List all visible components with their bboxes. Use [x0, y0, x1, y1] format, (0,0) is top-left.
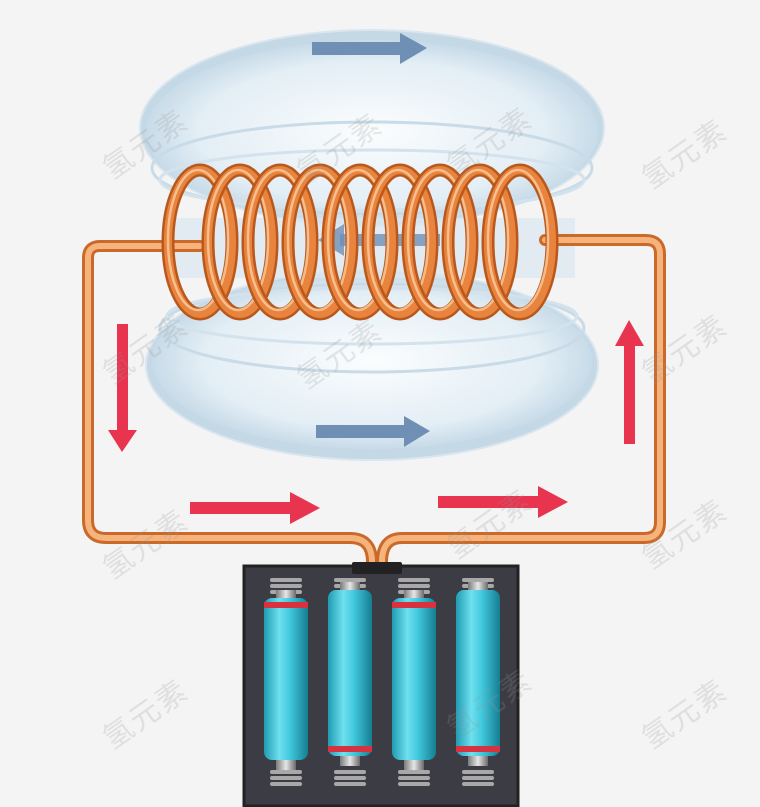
field-arrow-bottom: [316, 416, 430, 447]
coil-turn: [161, 163, 239, 321]
battery-cell: [392, 578, 436, 786]
coil-turn: [241, 163, 319, 321]
coil-turn: [401, 163, 479, 321]
coil-turn: [481, 163, 559, 321]
field-arrow-top: [312, 33, 427, 64]
current-arrow-bottom-right: [438, 486, 568, 518]
coil-turn: [281, 163, 359, 321]
battery-cell: [328, 578, 372, 786]
battery-cell: [456, 578, 500, 786]
current-arrow-left-down: [108, 324, 137, 452]
circuit-wire: [82, 234, 666, 578]
coil-turn: [321, 163, 399, 321]
battery-pack: [242, 562, 520, 807]
coil-turn: [361, 163, 439, 321]
coil-turn: [201, 163, 279, 321]
battery-cell: [264, 578, 308, 786]
solenoid-coil: [161, 163, 559, 321]
battery-cells: [264, 578, 500, 786]
coil-turn: [441, 163, 519, 321]
current-arrow-bottom-left: [190, 492, 320, 524]
current-arrow-right-up: [615, 320, 644, 444]
